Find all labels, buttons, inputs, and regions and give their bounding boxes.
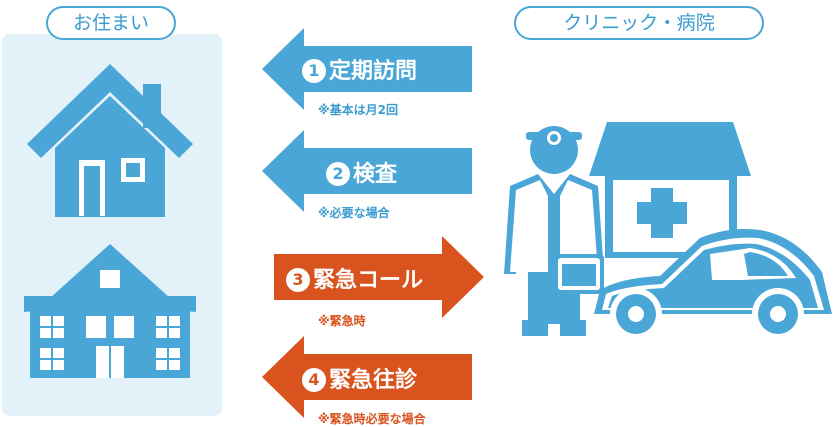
arrow-step-4: [262, 336, 472, 418]
step-1-number: 1: [302, 59, 326, 83]
house-icon: [27, 64, 193, 217]
arrow-step-2: [262, 130, 472, 212]
step-4-number: 4: [302, 368, 326, 392]
step-1-note: ※基本は月2回: [318, 103, 399, 117]
building-icon: [24, 244, 196, 378]
clinic-label: クリニック・病院: [514, 6, 764, 40]
step-3-number: 3: [286, 268, 310, 292]
arrow-step-3: [274, 236, 484, 318]
car-icon: [594, 229, 832, 340]
step-2-number: 2: [326, 162, 350, 186]
doctor-icon: [504, 126, 604, 336]
step-4-note: ※緊急時必要な場合: [318, 412, 426, 426]
step-2-note: ※必要な場合: [318, 206, 390, 220]
home-label: お住まい: [46, 6, 176, 40]
arrow-step-1: [262, 28, 472, 110]
step-3-note: ※緊急時: [318, 314, 366, 328]
